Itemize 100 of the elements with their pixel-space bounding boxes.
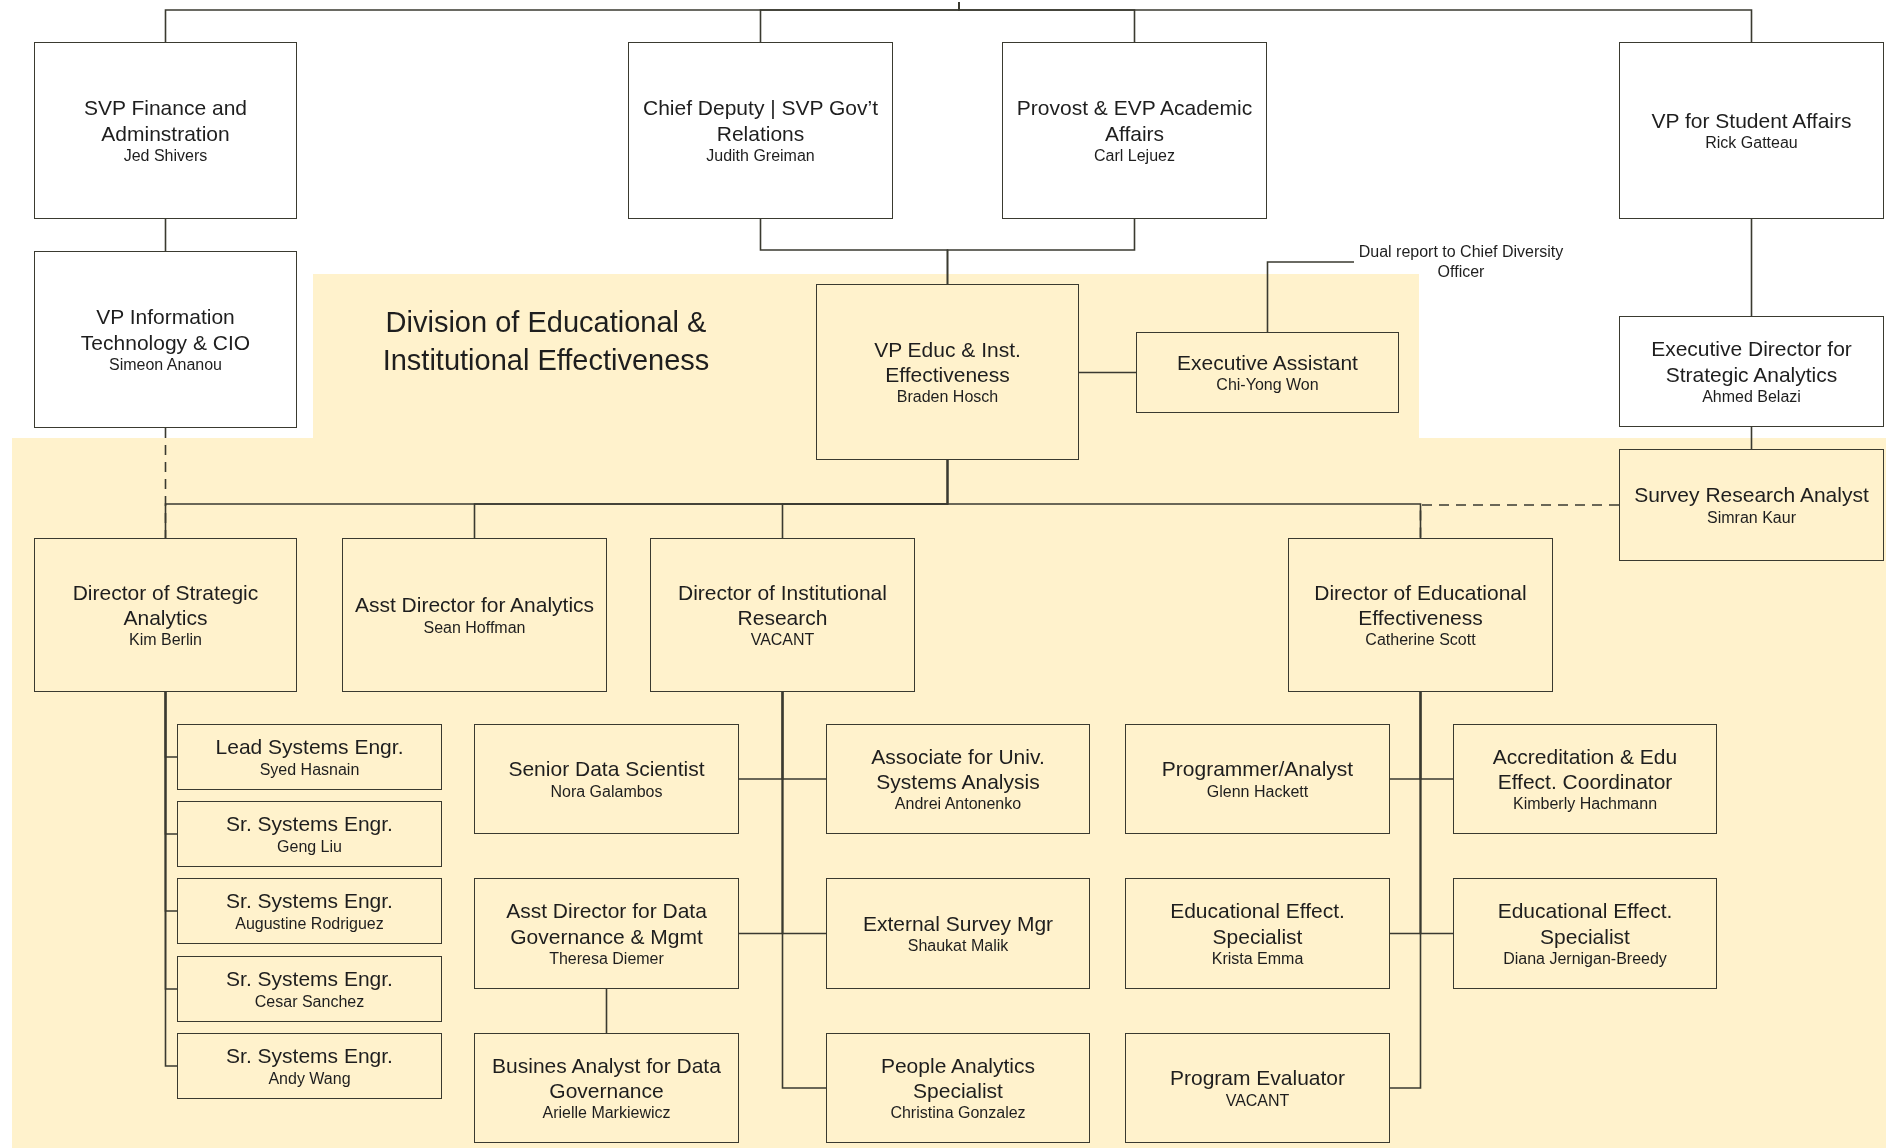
job-title: Sr. Systems Engr. [226, 811, 393, 837]
position-box [628, 42, 893, 219]
person-name: Nora Galambos [550, 781, 663, 802]
job-title: Asst Director for Analytics [354, 592, 595, 618]
position-box [816, 284, 1079, 460]
person-name: Simeon Ananou [109, 354, 222, 375]
job-title: Programmer/Analyst [1161, 756, 1354, 782]
connector [946, 459, 1422, 539]
position-box [1288, 538, 1553, 692]
job-title: Senior Data Scientist [508, 756, 705, 782]
job-title: Sr. Systems Engr. [226, 966, 393, 992]
person-name: Geng Liu [277, 836, 342, 857]
position-box [826, 1033, 1090, 1143]
job-title: Sr. Systems Engr. [226, 1043, 393, 1069]
position-box [34, 42, 297, 219]
position-box [177, 801, 442, 867]
person-name: Ahmed Belazi [1702, 386, 1801, 407]
position-box [177, 1033, 442, 1099]
connector [958, 1, 1753, 43]
position-box [826, 878, 1090, 989]
person-name: Catherine Scott [1365, 630, 1476, 651]
position-box [1453, 878, 1717, 989]
job-title: Director of Strategic Analytics [71, 579, 260, 631]
position-box [650, 538, 915, 692]
job-title: Chief Deputy | SVP Gov’t Relations [642, 95, 879, 146]
connector [1750, 218, 1753, 317]
job-title: Sr. Systems Engr. [226, 888, 393, 914]
person-name: Sean Hoffman [423, 617, 526, 638]
person-name: Andy Wang [268, 1068, 351, 1089]
position-box [1125, 878, 1390, 989]
position-box [177, 724, 442, 790]
person-name: Christina Gonzalez [890, 1103, 1026, 1124]
person-name: Jed Shivers [123, 145, 208, 166]
connector [946, 218, 1136, 285]
person-name: Kim Berlin [129, 630, 202, 651]
person-name: Cesar Sanchez [254, 991, 365, 1012]
person-name: Syed Hasnain [259, 759, 360, 780]
division-title: Division of Educational & Institutional Effectiveness [381, 305, 711, 378]
position-box [1136, 332, 1399, 413]
connector [605, 988, 608, 1034]
person-name: Glenn Hackett [1206, 781, 1309, 802]
job-title: Educational Effect. Specialist [1169, 898, 1346, 949]
job-title: Accreditation & Edu Effect. Coordinator [1491, 743, 1679, 795]
position-box [34, 538, 297, 692]
person-name: Carl Lejuez [1094, 145, 1175, 166]
job-title: VP Educ & Inst. Effectiveness [873, 336, 1022, 388]
person-name: VACANT [750, 630, 815, 651]
job-title: Survey Research Analyst [1634, 482, 1869, 508]
connector [1266, 261, 1355, 333]
person-name: Judith Greiman [706, 145, 815, 166]
person-name: Kimberly Hachmann [1512, 794, 1658, 815]
position-box [177, 956, 442, 1022]
connector [1389, 691, 1422, 1089]
connector [781, 691, 827, 1089]
connector [1078, 371, 1137, 374]
position-box [342, 538, 607, 692]
job-title: Busines Analyst for Data Governance [491, 1052, 722, 1104]
person-name: Diana Jernigan-Breedy [1503, 948, 1667, 969]
position-box [1125, 1033, 1390, 1143]
position-box [1619, 449, 1884, 561]
job-title: Asst Director for Data Governance & Mgmt [505, 898, 708, 949]
job-title: Educational Effect. Specialist [1496, 898, 1674, 949]
job-title: Program Evaluator [1169, 1065, 1346, 1091]
job-title: External Survey Mgr [862, 910, 1054, 937]
person-name: Andrei Antonenko [894, 794, 1022, 815]
person-name: Arielle Markiewicz [542, 1103, 671, 1124]
position-box [474, 1033, 739, 1143]
job-title: Director of Institutional Research [677, 579, 888, 631]
position-box [474, 724, 739, 834]
job-title: People Analytics Specialist [879, 1052, 1037, 1104]
person-name: Shaukat Malik [907, 936, 1009, 957]
position-box [1619, 316, 1884, 427]
person-name: Augustine Rodriguez [235, 913, 384, 934]
person-name: Krista Emma [1211, 948, 1304, 969]
job-title: Provost & EVP Academic Affairs [1015, 95, 1254, 146]
person-name: Braden Hosch [896, 387, 999, 408]
position-box [474, 878, 739, 989]
person-name: Chi-Yong Won [1216, 375, 1319, 396]
note-text: Dual report to Chief Diversity Officer [1357, 242, 1565, 282]
job-title: Lead Systems Engr. [215, 734, 404, 760]
position-box [1125, 724, 1390, 834]
position-box [1453, 724, 1717, 834]
person-name: Rick Gatteau [1705, 133, 1798, 154]
job-title: VP for Student Affairs [1651, 107, 1852, 134]
connector [164, 691, 178, 1067]
connector [164, 218, 167, 252]
person-name: Simran Kaur [1707, 507, 1796, 528]
position-box [177, 878, 442, 944]
position-box [826, 724, 1090, 834]
job-title: VP Information Technology & CIO [79, 304, 252, 355]
position-box [1619, 42, 1884, 219]
job-title: Executive Director for Strategic Analytics [1650, 336, 1853, 387]
job-title: Executive Assistant [1177, 349, 1358, 376]
job-title: Director of Educational Effectiveness [1313, 579, 1528, 631]
person-name: VACANT [1225, 1090, 1290, 1111]
position-box [34, 251, 297, 428]
position-box [1002, 42, 1267, 219]
person-name: Theresa Diemer [549, 948, 664, 969]
job-title: SVP Finance and Adminstration [82, 95, 249, 146]
job-title: Associate for Univ. Systems Analysis [870, 743, 1046, 795]
